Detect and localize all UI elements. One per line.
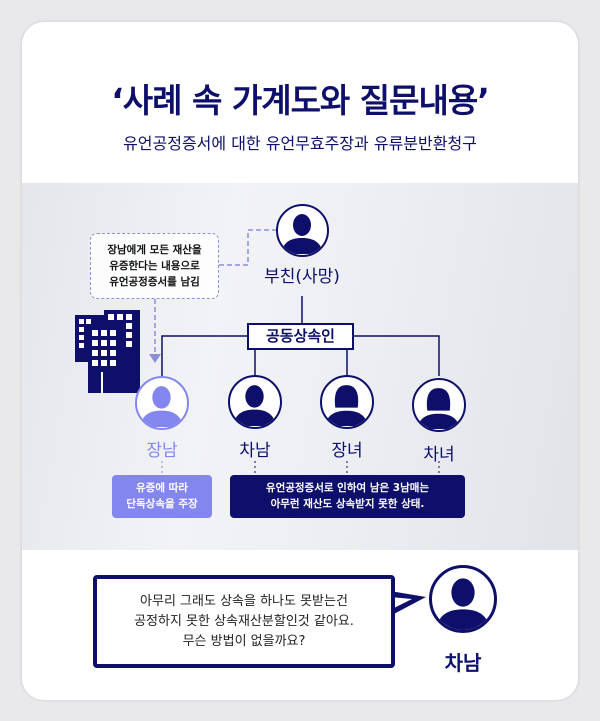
eldest-son-label: 장남	[146, 441, 178, 461]
note-line: 장남에게 모든 재산을	[107, 244, 202, 256]
arrow-icon	[149, 354, 161, 363]
question-line: 공정하지 못한 상속재산분할인것 같아요.	[134, 614, 354, 629]
person-male-icon	[281, 214, 323, 254]
question-line: 무슨 방법이 없을까요?	[182, 634, 306, 649]
person-male-icon	[435, 578, 491, 630]
father-label: 부친(사망)	[264, 267, 340, 287]
second-son-label: 차남	[239, 441, 271, 461]
person-female-icon	[325, 385, 368, 426]
co-heirs-label: 공동상속인	[247, 323, 354, 350]
will-note: 장남에게 모든 재산을 유증한다는 내용으로 유언공정증서를 남김	[90, 233, 219, 299]
note-line: 유증한다는 내용으로	[109, 260, 200, 272]
second-daughter-avatar	[412, 378, 466, 432]
question-bubble: 아무리 그래도 상속을 하나도 못받는건 공정하지 못한 상속재산분할인것 같아…	[93, 575, 395, 668]
question-line: 아무리 그래도 상속을 하나도 못받는건	[140, 594, 348, 609]
eldest-daughter-avatar	[320, 375, 374, 429]
eldest-son-avatar	[135, 376, 189, 430]
eldest-daughter-label: 장녀	[331, 441, 363, 461]
person-male-icon	[140, 386, 183, 427]
speech-bubble-tail	[390, 591, 426, 616]
note-line: 유언공정증서를 남김	[109, 276, 200, 288]
speaker-label: 차남	[444, 651, 482, 675]
second-daughter-label: 차녀	[423, 445, 455, 465]
person-male-icon	[233, 385, 276, 426]
box-line: 유증에 따라	[136, 482, 188, 494]
siblings-status-box: 유언공정증서로 인하여 남은 3남매는 아무런 재산도 상속받지 못한 상태.	[230, 475, 465, 518]
person-female-icon	[417, 388, 460, 429]
box-line: 아무런 재산도 상속받지 못한 상태.	[270, 498, 425, 510]
speaker-avatar	[429, 565, 497, 633]
page-subtitle: 유언공정증서에 대한 유언무효주장과 유류분반환청구	[123, 134, 477, 153]
page-title: ‘사례 속 가계도와 질문내용’	[111, 81, 490, 120]
box-line: 유언공정증서로 인하여 남은 3남매는	[265, 482, 430, 494]
second-son-avatar	[228, 375, 282, 429]
building-icon	[75, 310, 140, 393]
father-avatar	[276, 204, 329, 257]
eldest-son-claim-box: 유증에 따라 단독상속을 주장	[112, 475, 212, 518]
box-line: 단독상속을 주장	[126, 498, 198, 510]
